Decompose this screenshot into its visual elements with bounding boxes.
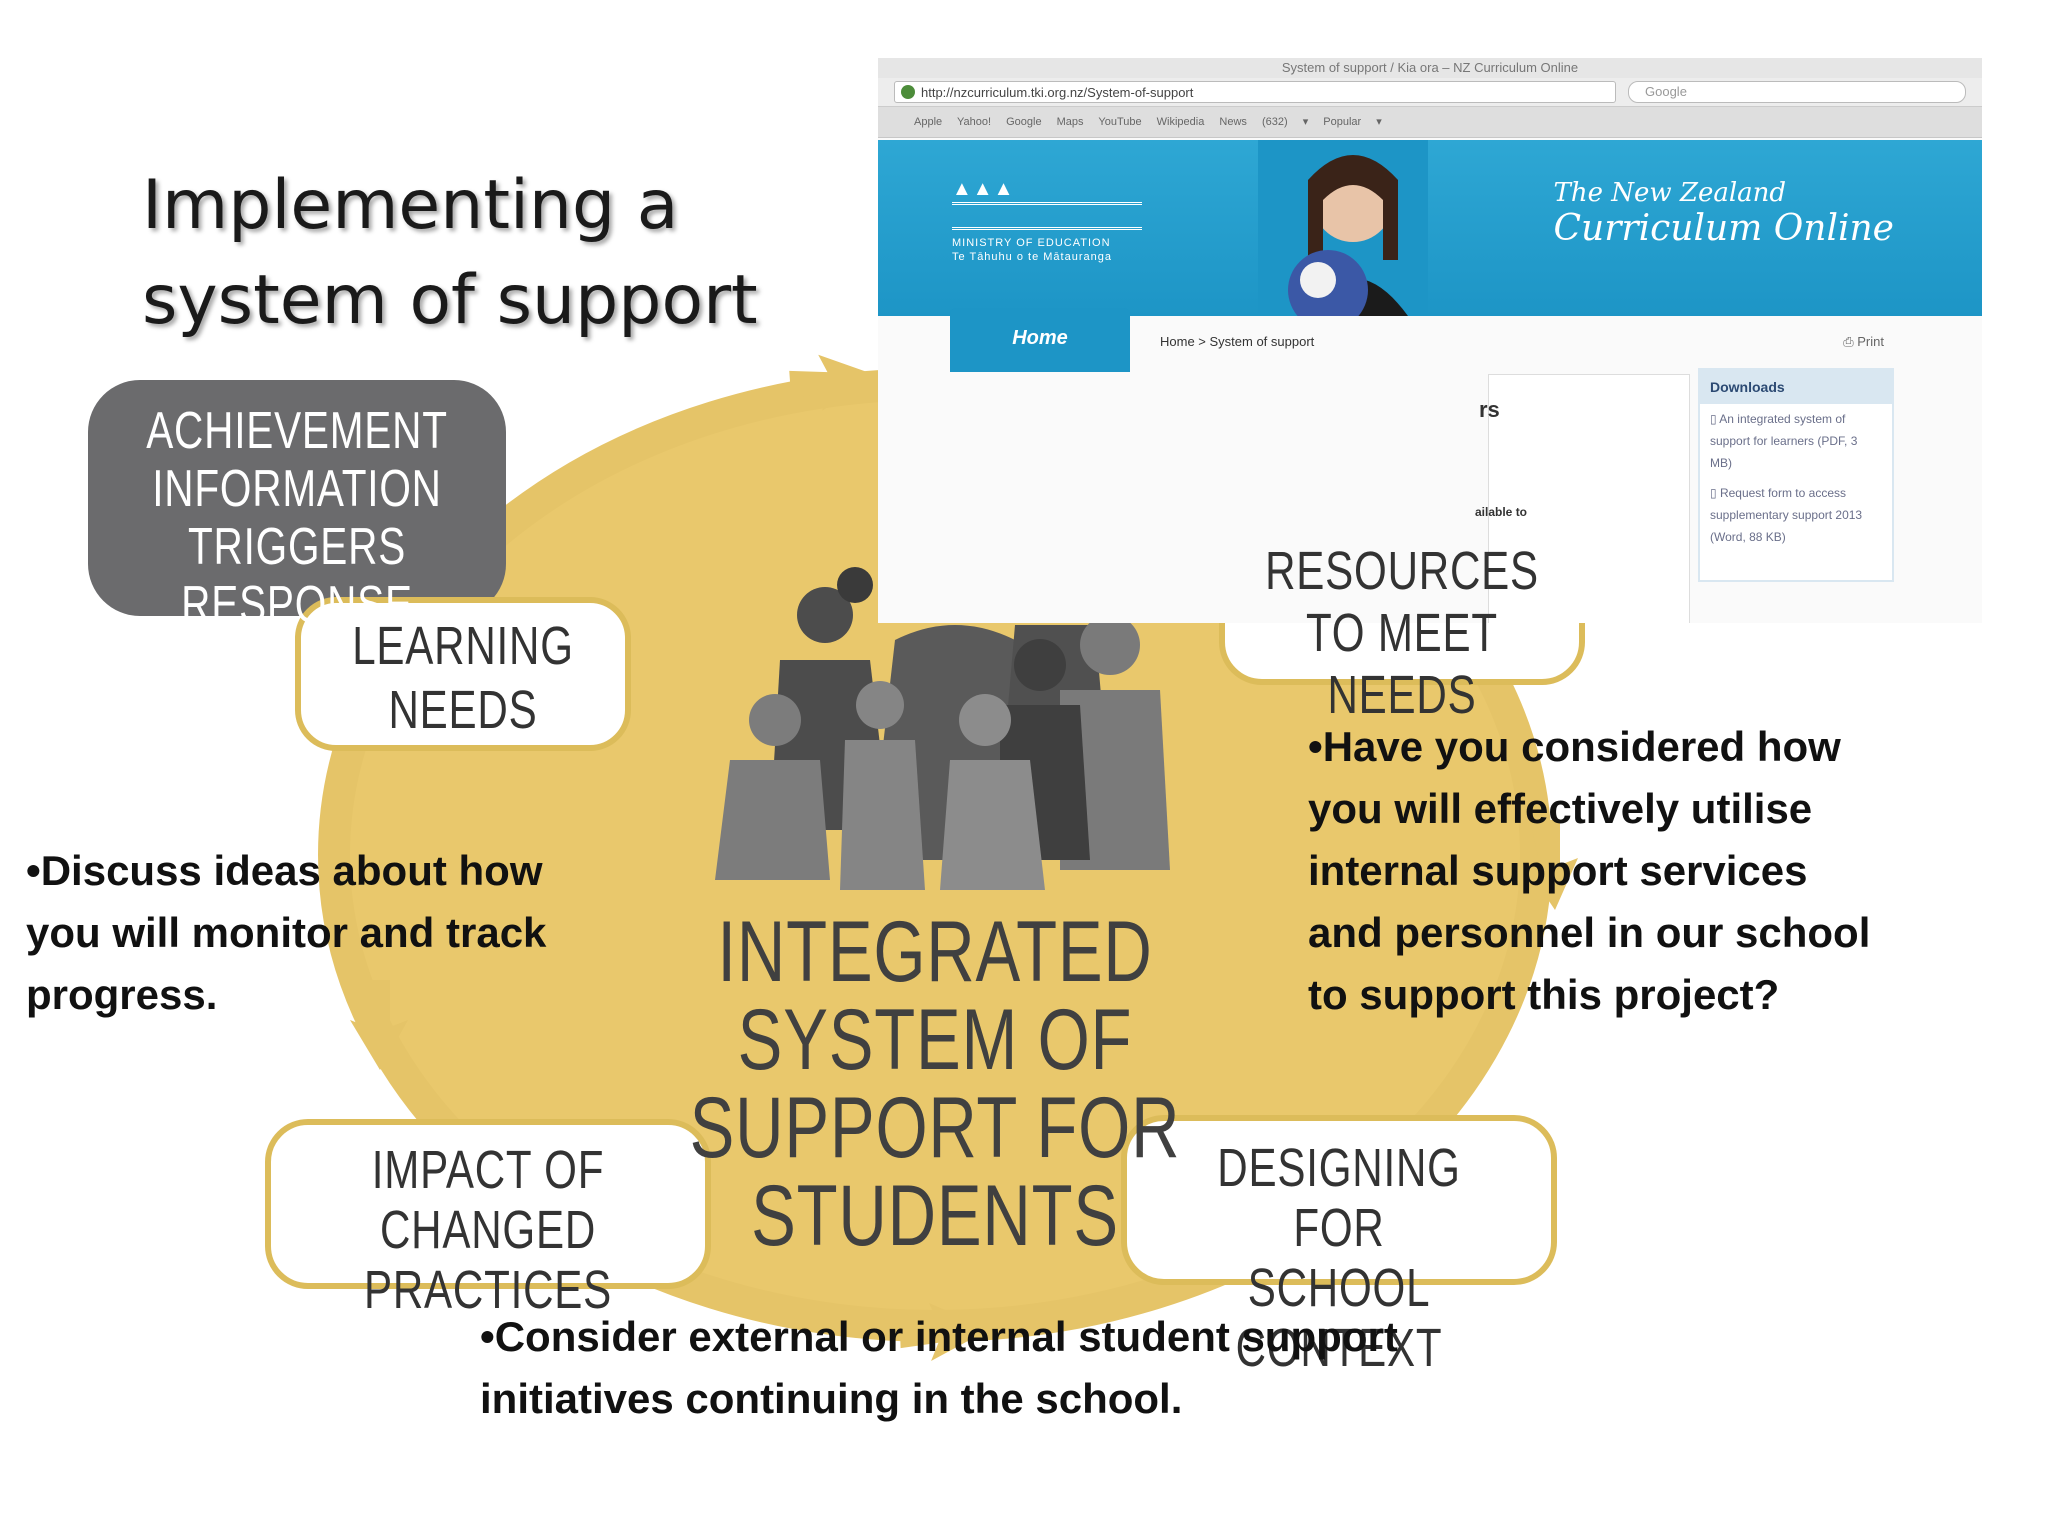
downloads-panel: Downloads ▯ An integrated system of supp… [1698, 368, 1894, 582]
address-bar[interactable]: http://nzcurriculum.tki.org.nz/System-of… [894, 81, 1616, 103]
ministry-label: MINISTRY OF EDUCATION [952, 237, 1111, 249]
slide-title: Implementing a system of support [142, 158, 842, 348]
achievement-line-3: TRIGGERS RESPONSE [181, 518, 413, 634]
bullet-right-line-4: and personnel in our school [1308, 909, 1871, 956]
slide-title-line-1: Implementing a [142, 166, 679, 245]
print-label: Print [1857, 334, 1884, 349]
achievement-line-2: INFORMATION [152, 460, 442, 518]
address-url: http://nzcurriculum.tki.org.nz/System-of… [921, 84, 1194, 100]
content-heading-fragment: rs [1479, 397, 1500, 422]
site-globe-icon [901, 85, 915, 99]
browser-toolbar: http://nzcurriculum.tki.org.nz/System-of… [878, 78, 1982, 107]
bullet-bottom-line-2: initiatives continuing in the school. [480, 1375, 1183, 1422]
browser-search-field[interactable]: Google [1628, 81, 1966, 103]
bullet-bottom: •Consider external or internal student s… [480, 1306, 1580, 1430]
ministry-sub: Te Tāhuhu o te Mātauranga [952, 251, 1112, 263]
learning-needs-bubble [295, 597, 631, 751]
bookmarks-bar[interactable]: Apple Yahoo! Google Maps YouTube Wikiped… [878, 107, 1982, 138]
arrow-top-icon [789, 354, 880, 411]
site-name-line-1: The New Zealand [1553, 178, 1787, 208]
impact-line-1: IMPACT OF [371, 1140, 605, 1200]
bullet-right-line-3: internal support services [1308, 847, 1808, 894]
banner-photo [1258, 140, 1428, 316]
bullet-right: •Have you considered how you will effect… [1308, 716, 2028, 1026]
bullet-left-line-1: •Discuss ideas about how [26, 847, 543, 894]
impact-label: IMPACT OF CHANGED PRACTICES [316, 1140, 659, 1320]
content-text-fragment: ailable to [1475, 505, 1528, 519]
downloads-heading: Downloads [1700, 370, 1892, 404]
resources-line-1: RESOURCES [1265, 541, 1539, 601]
print-link[interactable]: ⎙ Print [1843, 334, 1884, 349]
designing-line-1: DESIGNING FOR [1217, 1138, 1461, 1258]
bullet-right-line-5: to support this project? [1308, 971, 1780, 1018]
designing-label: DESIGNING FOR SCHOOL CONTEXT [1171, 1138, 1506, 1378]
browser-window-title: System of support / Kia ora – NZ Curricu… [878, 58, 1982, 78]
designing-bubble [1121, 1115, 1557, 1285]
bullet-left-line-3: progress. [26, 971, 218, 1018]
site-banner: ▲▲▲ MINISTRY OF EDUCATION Te Tāhuhu o te… [878, 140, 1982, 316]
download-item-2: Request form to access supplementary sup… [1710, 486, 1863, 544]
site-name: The New Zealand Curriculum Online [1553, 178, 1894, 249]
bullet-left: •Discuss ideas about how you will monito… [26, 840, 626, 1026]
designing-line-2: SCHOOL CONTEXT [1235, 1258, 1443, 1378]
curriculum-website-screenshot: System of support / Kia ora – NZ Curricu… [878, 58, 1982, 623]
download-link-word[interactable]: ▯ Request form to access supplementary s… [1700, 478, 1892, 552]
center-title-line-1: INTEGRATED SYSTEM OF [717, 904, 1153, 1088]
achievement-label: ACHIEVEMENT INFORMATION TRIGGERS RESPONS… [134, 402, 460, 634]
bullet-right-line-2: you will effectively utilise [1308, 785, 1813, 832]
learning-line-2: NEEDS [388, 680, 538, 740]
learning-needs-label: LEARNING NEEDS [334, 614, 591, 742]
bullet-left-line-2: you will monitor and track [26, 909, 547, 956]
home-tab[interactable]: Home [950, 308, 1130, 372]
ministry-logo: ▲▲▲ MINISTRY OF EDUCATION Te Tāhuhu o te… [952, 179, 1142, 264]
download-item-1: An integrated system of support for lear… [1710, 412, 1858, 470]
word-icon: ▯ [1710, 486, 1720, 500]
arrow-bottom-icon [899, 1303, 990, 1362]
resources-line-2: TO MEET NEEDS [1306, 603, 1498, 725]
impact-bubble [265, 1119, 711, 1289]
learning-line-1: LEARNING [352, 616, 574, 676]
center-title: INTEGRATED SYSTEM OF SUPPORT FOR STUDENT… [643, 908, 1228, 1260]
slide-title-line-2: system of support [142, 261, 758, 340]
content-panel: rs ailable to [1475, 374, 1690, 623]
impact-line-2: CHANGED PRACTICES [363, 1200, 613, 1320]
arrow-left-icon [350, 980, 408, 1070]
arrow-right-icon [1520, 820, 1578, 910]
bullet-bottom-line-1: •Consider external or internal student s… [480, 1313, 1398, 1360]
pdf-icon: ▯ [1710, 412, 1720, 426]
breadcrumb[interactable]: Home > System of support [1160, 334, 1315, 349]
achievement-box [88, 380, 506, 616]
bullet-right-line-1: •Have you considered how [1308, 723, 1841, 770]
site-name-line-2: Curriculum Online [1553, 208, 1894, 249]
download-link-pdf[interactable]: ▯ An integrated system of support for le… [1700, 404, 1892, 478]
achievement-line-1: ACHIEVEMENT [146, 402, 448, 460]
resources-label: RESOURCES TO MEET NEEDS [1262, 540, 1543, 726]
center-title-line-2: SUPPORT FOR STUDENTS [689, 1080, 1181, 1264]
